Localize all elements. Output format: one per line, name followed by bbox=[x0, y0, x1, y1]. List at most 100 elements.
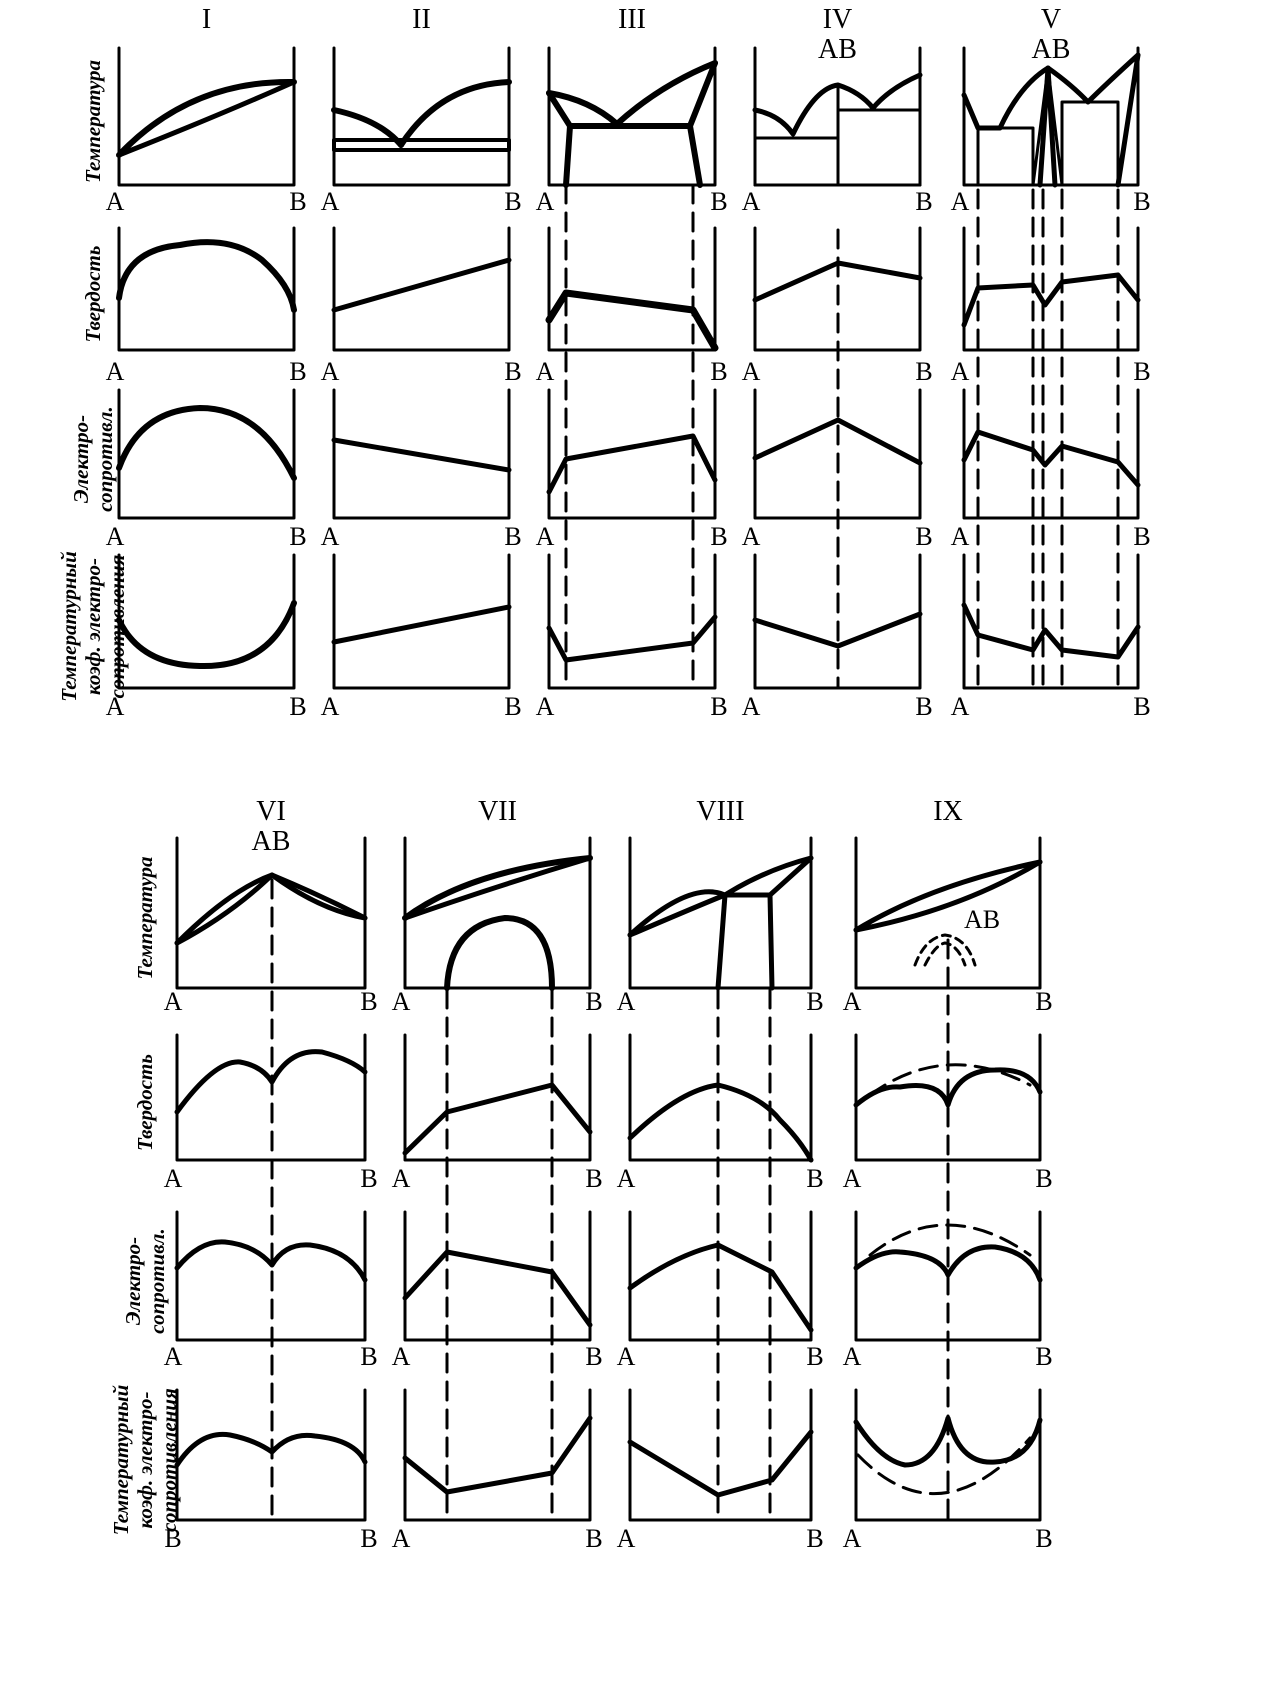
axis-right-label: B bbox=[585, 1164, 602, 1193]
row-label: Температурный bbox=[57, 551, 81, 702]
hardness-line bbox=[331, 257, 512, 313]
axis-left-label: A bbox=[164, 1342, 183, 1371]
panel-frame bbox=[628, 1210, 813, 1342]
liquidus-right bbox=[398, 79, 512, 148]
axis-left-label: A bbox=[742, 357, 761, 386]
axis-left-label: A bbox=[536, 357, 555, 386]
resistivity-line bbox=[331, 437, 512, 473]
axis-left-label: A bbox=[392, 1164, 411, 1193]
temp-coefficient-curve bbox=[546, 614, 718, 663]
axis-left-label: A bbox=[951, 187, 970, 216]
liquidus-curve bbox=[961, 52, 1141, 131]
axis-left-label: A bbox=[106, 522, 125, 551]
ordering-dome bbox=[444, 915, 555, 991]
axis-right-label: B bbox=[1035, 1164, 1052, 1193]
solidus-curve bbox=[627, 892, 728, 938]
column-numeral: I bbox=[202, 4, 211, 35]
panel-frame bbox=[403, 836, 592, 990]
column-numeral: III bbox=[618, 4, 646, 35]
liquidus-curve bbox=[853, 859, 1043, 933]
liquidus-curve bbox=[402, 855, 593, 921]
temp-coefficient-curve bbox=[402, 1415, 593, 1495]
liquidus-left bbox=[546, 90, 620, 127]
eutectic-region-2 bbox=[1060, 100, 1120, 187]
compound-solvus-right bbox=[1046, 66, 1064, 187]
axis-left-label: A bbox=[742, 187, 761, 216]
column-numeral: IX bbox=[933, 796, 963, 827]
axis-left-label: A bbox=[536, 187, 555, 216]
row-label: сопротивл. bbox=[93, 406, 117, 511]
axis-right-label: B bbox=[710, 692, 727, 721]
ordering-dome-dash-inner bbox=[923, 941, 967, 967]
inset-compound-label: AB bbox=[964, 905, 1000, 934]
column-numeral: II bbox=[412, 4, 431, 35]
panel-frame bbox=[175, 1388, 367, 1522]
panel-frame bbox=[117, 226, 296, 352]
panel-frame bbox=[332, 553, 511, 690]
panel-frame bbox=[403, 1210, 592, 1342]
temp-coefficient-curve bbox=[961, 602, 1141, 660]
solidus-curve bbox=[116, 79, 297, 158]
compound-label: AB bbox=[818, 34, 857, 65]
resistivity-curve bbox=[116, 405, 297, 481]
temp-coefficient-dash-curve bbox=[856, 1436, 1032, 1496]
axis-left-label: A bbox=[843, 987, 862, 1016]
axis-right-label: B bbox=[585, 987, 602, 1016]
panel-frame bbox=[854, 836, 1042, 990]
compound-label: AB bbox=[1032, 34, 1071, 65]
diagram-lines bbox=[116, 46, 1141, 1522]
axis-right-label: B bbox=[710, 357, 727, 386]
panel-frame bbox=[962, 226, 1140, 352]
axis-left-label: A bbox=[617, 1524, 636, 1553]
panel-frame bbox=[547, 553, 717, 690]
hardness-curve bbox=[853, 1067, 1043, 1108]
eutectic-region-right bbox=[836, 108, 922, 187]
axis-right-label: B bbox=[360, 1524, 377, 1553]
axis-left-label: A bbox=[164, 1164, 183, 1193]
solidus-curve bbox=[174, 872, 368, 946]
panel-frame bbox=[628, 1033, 813, 1162]
axis-left-label: A bbox=[321, 692, 340, 721]
axis-right-label: B bbox=[915, 522, 932, 551]
axis-right-label: B bbox=[915, 187, 932, 216]
axis-left-label: A bbox=[392, 987, 411, 1016]
eutectic-region-left bbox=[753, 136, 840, 187]
row-label: Температура bbox=[81, 60, 105, 183]
axis-right-label: B bbox=[289, 692, 306, 721]
panel-frame bbox=[547, 46, 717, 187]
axis-left-label: A bbox=[106, 187, 125, 216]
temp-coefficient-line bbox=[752, 611, 923, 649]
panel-frame bbox=[117, 46, 296, 187]
axis-right-label: B bbox=[710, 522, 727, 551]
solvus-right bbox=[1115, 52, 1141, 188]
hardness-curve bbox=[627, 1082, 814, 1163]
temp-coefficient-line bbox=[331, 604, 512, 645]
axis-left-label: A bbox=[951, 692, 970, 721]
axis-right-label: B bbox=[585, 1342, 602, 1371]
row-label: Твердость bbox=[81, 246, 105, 343]
axis-right-label: B bbox=[585, 1524, 602, 1553]
axis-left-label: A bbox=[617, 1342, 636, 1371]
axis-right-label: B bbox=[360, 1164, 377, 1193]
axis-left-label: A bbox=[843, 1164, 862, 1193]
axis-right-label: B bbox=[504, 187, 521, 216]
axis-right-label: B bbox=[1035, 987, 1052, 1016]
axis-right-label: B bbox=[504, 357, 521, 386]
panel-frame bbox=[854, 1388, 1042, 1522]
hardness-curve bbox=[402, 1082, 593, 1156]
axis-right-label: B bbox=[806, 1164, 823, 1193]
column-numeral: VIII bbox=[696, 796, 744, 827]
solvus-left bbox=[715, 892, 728, 991]
panel-frame bbox=[962, 388, 1140, 520]
axis-left-label: A bbox=[392, 1342, 411, 1371]
solvus-right bbox=[687, 60, 718, 188]
row-label: Температура bbox=[133, 856, 157, 979]
compound-label: AB bbox=[252, 826, 291, 857]
row-label: сопротивления bbox=[105, 555, 129, 699]
resistivity-line bbox=[752, 417, 923, 466]
axis-right-label: B bbox=[504, 692, 521, 721]
axis-left-label: A bbox=[106, 357, 125, 386]
panel-frame bbox=[117, 388, 296, 520]
resistivity-curve bbox=[627, 1242, 814, 1333]
column-numeral: IV bbox=[823, 4, 853, 35]
